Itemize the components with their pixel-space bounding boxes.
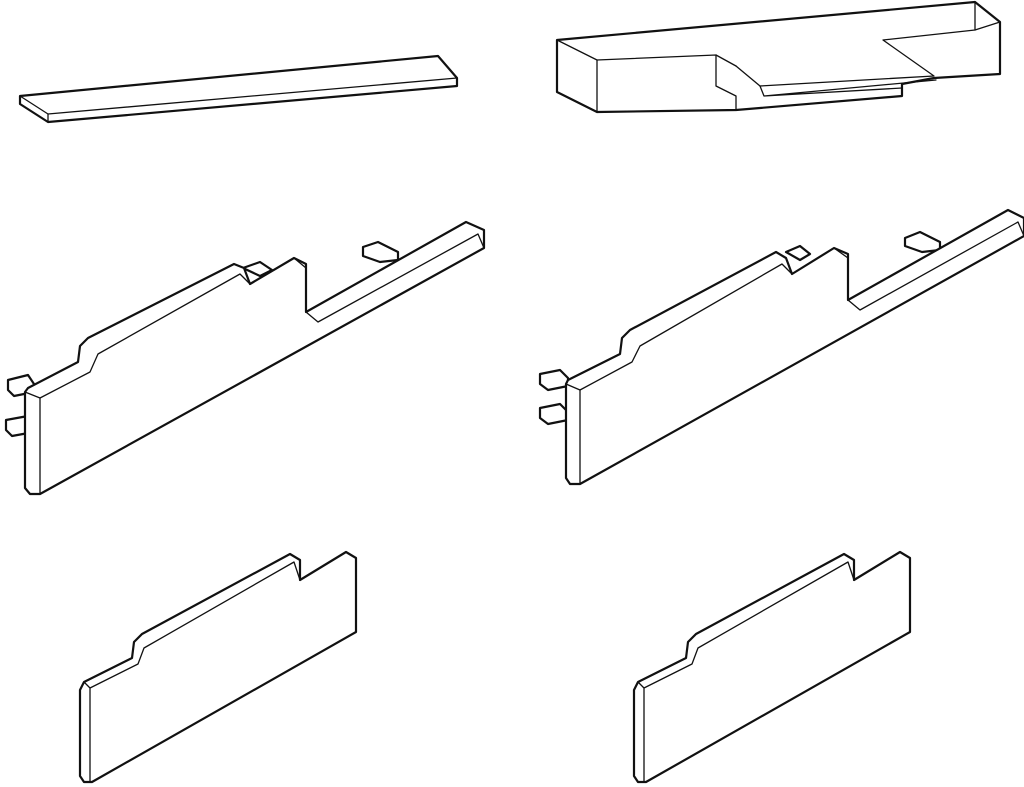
profile-block-recess-lip xyxy=(759,79,937,97)
pin-right-top-mid xyxy=(784,244,812,262)
end-cap-right-top-edge xyxy=(579,221,1024,391)
end-plate-left-body xyxy=(78,550,358,784)
pin-top-rear xyxy=(361,240,400,264)
pin-right-top-rear xyxy=(903,230,942,254)
flat-strip xyxy=(18,54,459,124)
end-plate-right-body xyxy=(632,550,912,784)
profile-block-with-step-recess xyxy=(555,0,1002,114)
end-cap-with-pins-right xyxy=(538,208,1024,486)
profile-block-recess xyxy=(735,21,1001,87)
end-plate-right-edge xyxy=(637,551,911,783)
end-plate-right xyxy=(632,550,912,784)
flat-strip-body xyxy=(18,54,459,124)
end-cap-body-right xyxy=(564,208,1024,486)
pin-right-lower xyxy=(538,402,570,426)
profile-block-top-front-edge xyxy=(556,39,737,67)
end-plate-left-edge xyxy=(83,551,357,783)
end-cap-left-top-edge xyxy=(39,233,485,399)
pin-right-upper xyxy=(538,368,570,392)
profile-block-step-front xyxy=(715,54,737,111)
end-cap-with-pins-left xyxy=(4,220,486,496)
end-cap-body-left xyxy=(23,220,486,496)
end-plate-left xyxy=(78,550,358,784)
